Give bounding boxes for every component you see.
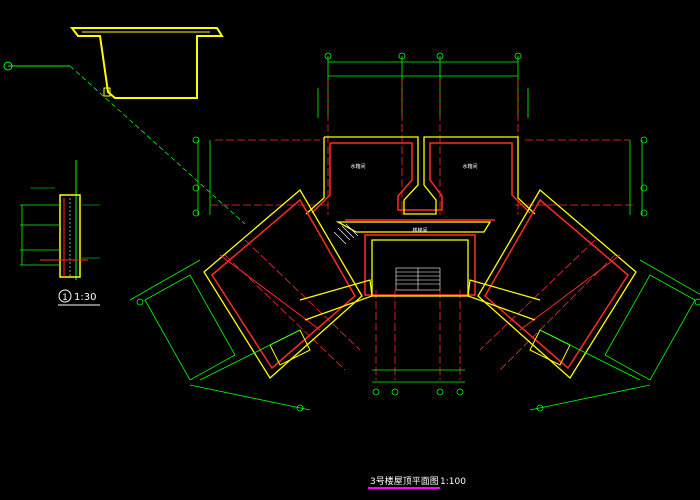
- stair-room-label: 楼梯间: [412, 227, 427, 234]
- detail-number: 1: [62, 293, 68, 303]
- left-room-label: 水箱间: [350, 163, 365, 170]
- right-room-label: 水箱间: [462, 163, 477, 170]
- right-wing: [477, 189, 700, 411]
- leader-diagonal: [69, 65, 246, 225]
- drawing-title: 3号楼屋顶平面图: [370, 475, 439, 487]
- central-walls: [311, 142, 531, 296]
- left-wing: [129, 189, 363, 411]
- side-dimensions: [136, 136, 700, 412]
- side-stair-symbol: [333, 223, 359, 245]
- parapet-section-detail: [70, 27, 224, 99]
- stair-symbol: [395, 267, 441, 291]
- wall-detail-drawing: [20, 160, 100, 280]
- top-dimensions: [317, 52, 529, 118]
- connector-slabs: [299, 279, 541, 321]
- detail-scale-label: 1:30: [74, 292, 96, 303]
- detail-number-circle: [58, 289, 72, 303]
- drawing-title-scale: 1:100: [440, 477, 466, 487]
- leader-ref-icon: [3, 61, 13, 71]
